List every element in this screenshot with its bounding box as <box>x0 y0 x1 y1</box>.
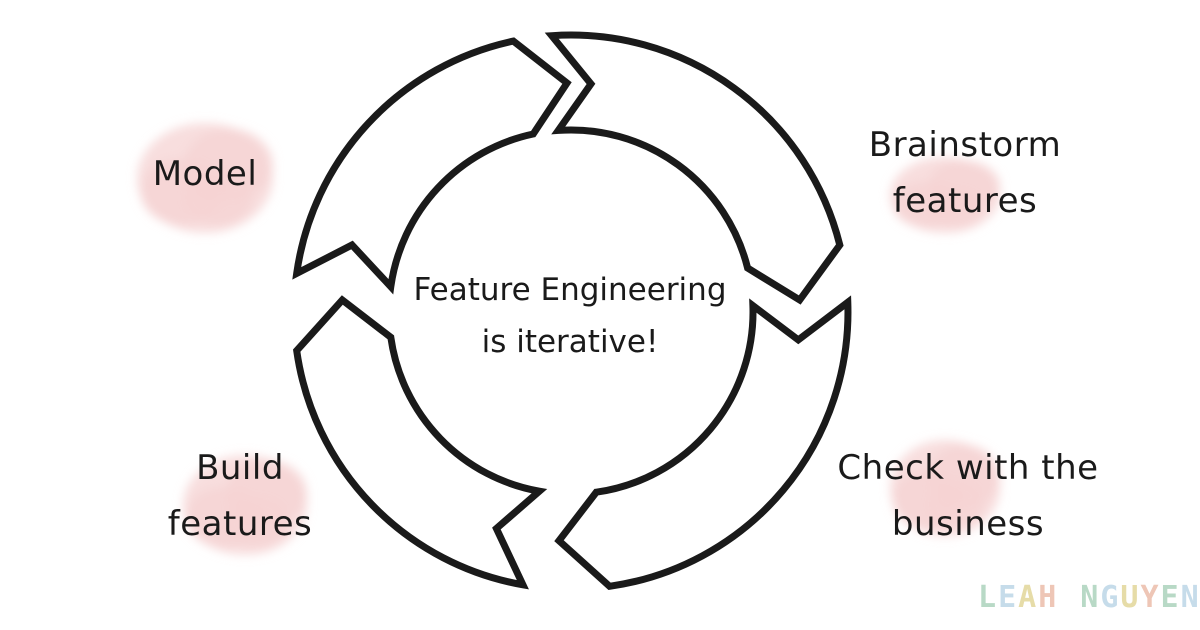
signature-letter: N <box>1080 580 1101 615</box>
signature-first-name: LEAH <box>978 580 1058 615</box>
step-label-build-line1: Build <box>196 448 284 488</box>
signature-letter: E <box>1160 580 1181 615</box>
step-label-check-line2: business <box>891 504 1045 544</box>
watercolor-blobs <box>137 123 1000 555</box>
step-label-brainstorm: Brainstorm features <box>850 117 1080 229</box>
signature-letter: Y <box>1140 580 1161 615</box>
step-label-build-line2: features <box>167 504 313 544</box>
signature-letter: U <box>1120 580 1141 615</box>
signature-letter: E <box>998 580 1019 615</box>
arrow-brainstorm <box>544 31 844 305</box>
step-label-build: Build features <box>150 440 330 552</box>
signature-letter: N <box>1180 580 1200 615</box>
arrow-check <box>554 295 852 590</box>
center-title-line1: Feature Engineering <box>413 272 727 308</box>
blob-brainstorm <box>890 157 1000 233</box>
signature-last-name: NGUYEN <box>1080 580 1200 615</box>
step-label-check: Check with the business <box>828 440 1108 552</box>
blob-build <box>183 455 307 555</box>
blob-model <box>137 123 273 233</box>
center-title: Feature Engineering is iterative! <box>405 264 735 368</box>
step-label-check-line1: Check with the <box>837 448 1099 488</box>
signature-letter: H <box>1038 580 1059 615</box>
step-label-model: Model <box>135 146 275 202</box>
blob-check <box>890 440 1000 536</box>
step-label-model-line1: Model <box>152 154 258 194</box>
step-label-brainstorm-line1: Brainstorm <box>868 125 1062 165</box>
arrow-build <box>293 295 548 590</box>
center-title-line2: is iterative! <box>481 324 659 360</box>
signature-letter: G <box>1100 580 1121 615</box>
step-label-brainstorm-line2: features <box>892 181 1038 221</box>
signature-letter: L <box>978 580 999 615</box>
arrow-model <box>292 37 572 295</box>
signature-letter: A <box>1018 580 1039 615</box>
cycle-arrows <box>292 31 852 590</box>
